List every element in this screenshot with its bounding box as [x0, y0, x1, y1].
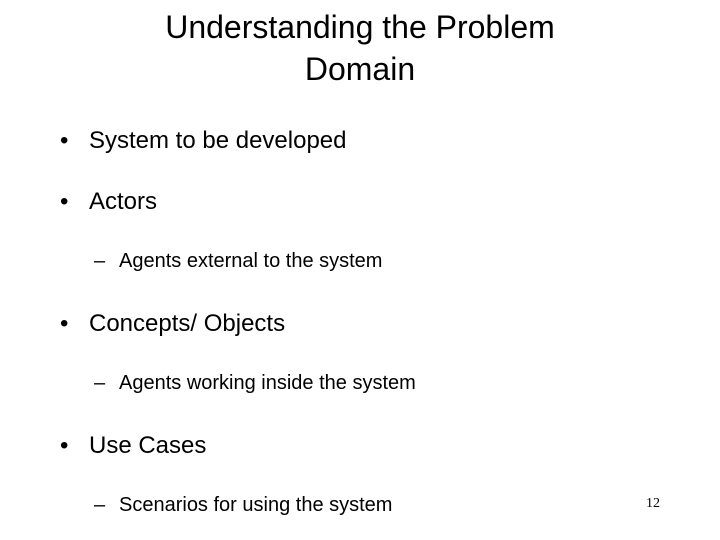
page-number: 12 — [646, 496, 660, 511]
bullet-item: • System to be developed — [0, 126, 720, 187]
bullet-item: • Actors — [0, 187, 720, 248]
sub-bullet-item: – Agents external to the system — [0, 248, 720, 309]
bullet-marker-icon: • — [60, 127, 69, 154]
bullet-item: • Concepts/ Objects — [0, 309, 720, 370]
sub-bullet-text: Agents external to the system — [119, 250, 383, 272]
slide-title: Understanding the Problem Domain — [165, 9, 555, 87]
sub-bullet-text: Scenarios for using the system — [119, 494, 393, 516]
dash-marker-icon: – — [94, 494, 106, 516]
bullet-item: • Use Cases — [0, 431, 720, 492]
sub-bullet-item: – Agents working inside the system — [0, 370, 720, 431]
bullet-marker-icon: • — [60, 310, 69, 337]
sub-bullet-item: – Scenarios for using the system — [0, 492, 720, 540]
bullet-marker-icon: • — [60, 432, 69, 459]
slide-body-list: • System to be developed • Actors – Agen… — [0, 126, 720, 540]
sub-bullet-text: Agents working inside the system — [119, 372, 416, 394]
bullet-text: Concepts/ Objects — [89, 310, 286, 337]
bullet-marker-icon: • — [60, 188, 69, 215]
dash-marker-icon: – — [94, 250, 106, 272]
bullet-text: Use Cases — [89, 432, 207, 459]
bullet-text: Actors — [89, 188, 158, 215]
dash-marker-icon: – — [94, 372, 106, 394]
bullet-text: System to be developed — [89, 127, 347, 154]
